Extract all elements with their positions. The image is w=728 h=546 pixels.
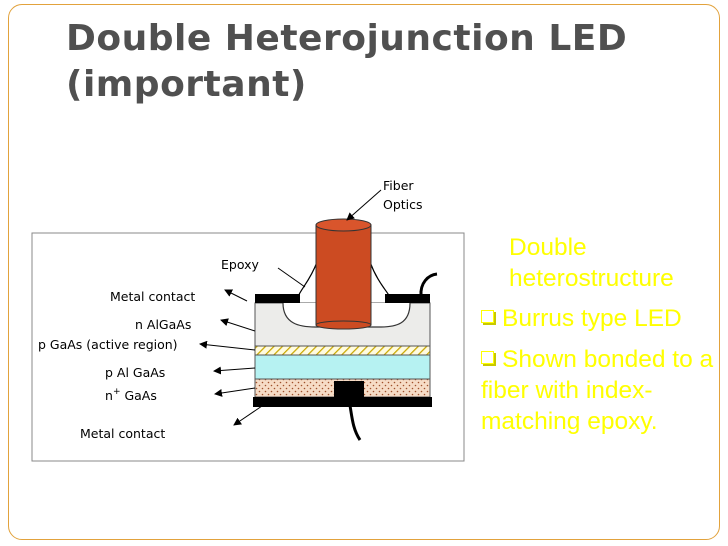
epoxy-curve-left	[297, 261, 318, 298]
p-gaas-label: p GaAs (active region)	[38, 337, 178, 352]
n-gaas-label-sup: +	[113, 387, 121, 397]
optical-fiber-bottom	[315, 320, 372, 330]
metal-contact-top-right	[385, 294, 430, 303]
n-gaas-label-rest: GaAs	[120, 388, 156, 403]
title-line-1: Double Heterojunction LED	[66, 18, 628, 59]
p-algaas-label: p Al GaAs	[105, 365, 165, 380]
epoxy-curve-right	[369, 261, 391, 298]
fiber-pointer	[346, 189, 382, 221]
epoxy-label: Epoxy	[221, 257, 259, 272]
metal-contact-bottom-plate	[253, 397, 432, 407]
bullet-2-text: Burrus type LED	[502, 305, 682, 333]
bullet-list: Double heterostructure Burrus type LED S…	[481, 232, 721, 446]
slide-title: Double Heterojunction LED (important)	[66, 16, 706, 108]
bullet-3-text: Shown bonded to a fiber with index-match…	[481, 345, 714, 436]
top-wire	[419, 272, 438, 297]
fiber-label-line-2: Optics	[383, 197, 423, 212]
p-algaas-arrow	[213, 366, 256, 375]
optical-fiber-body	[315, 224, 372, 326]
metal-contact-bottom-arrow	[233, 405, 263, 426]
metal-contact-top-label: Metal contact	[110, 289, 195, 304]
n-algaas-label: n AlGaAs	[135, 317, 191, 332]
checkbox-bullet-icon	[481, 350, 494, 364]
title-line-2: (important)	[66, 64, 307, 105]
bullet-3: Shown bonded to a fiber with index-match…	[481, 344, 721, 438]
p-gaas-arrow	[199, 340, 256, 351]
metal-contact-bottom-label: Metal contact	[80, 426, 165, 441]
checkbox-bullet-icon	[481, 310, 494, 324]
n-algaas-arrow	[220, 318, 256, 332]
metal-contact-top-left	[255, 294, 300, 303]
n-gaas-label-base: n	[105, 388, 113, 403]
bullet-1: Double heterostructure	[509, 234, 674, 293]
diagram-border	[31, 232, 465, 462]
slide-frame	[8, 4, 720, 540]
n-gaas-arrow	[214, 387, 256, 397]
p-gaas-active-layer	[254, 345, 431, 356]
n-gaas-label: n+ GaAs	[105, 387, 157, 403]
bullet-2: Burrus type LED	[481, 303, 721, 334]
metal-contact-center-bump	[334, 381, 364, 399]
fiber-label-line-1: Fiber	[383, 178, 414, 193]
bottom-wire	[347, 399, 362, 441]
epoxy-pointer	[277, 267, 306, 288]
optical-fiber-top	[315, 218, 372, 232]
p-algaas-layer	[254, 354, 431, 380]
metal-contact-top-arrow	[224, 289, 248, 302]
